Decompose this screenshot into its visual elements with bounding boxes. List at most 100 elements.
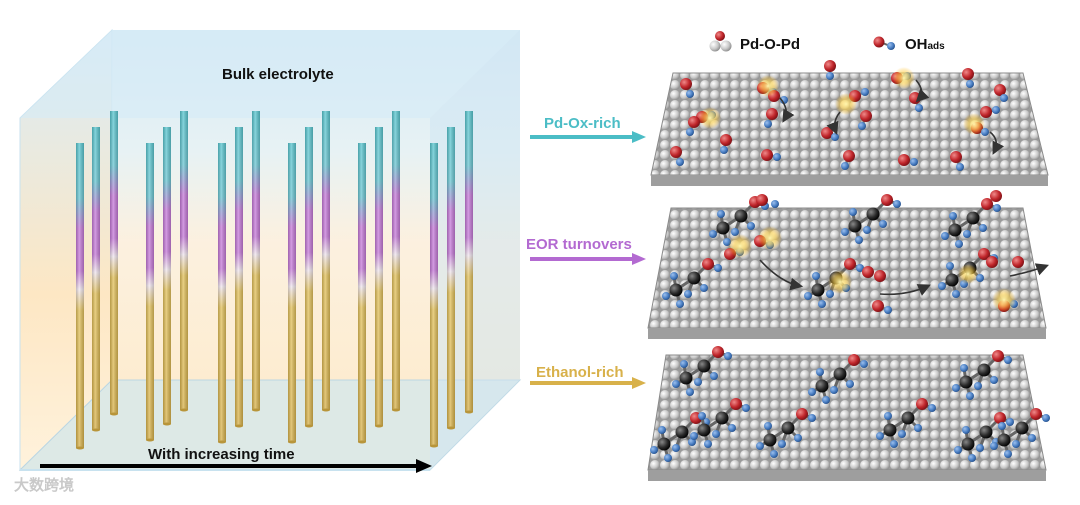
- oxygen-atom: [986, 256, 998, 268]
- hydrogen-atom: [818, 300, 826, 308]
- oxygen-atom: [756, 194, 768, 206]
- hydrogen-atom: [893, 200, 901, 208]
- hydrogen-atom: [664, 454, 672, 462]
- stage-label-ethanol: Ethanol-rich: [536, 364, 624, 381]
- reaction-arrow: [1009, 263, 1049, 277]
- hydrogen-atom: [990, 376, 998, 384]
- reaction-glow: [758, 226, 782, 250]
- legend-oh-text: OH: [905, 36, 928, 53]
- carbon-atom: [679, 371, 693, 385]
- hydrogen-atom: [717, 210, 725, 218]
- oh-adsorbate: [872, 300, 892, 314]
- hydrogen-atom: [816, 368, 824, 376]
- nanorod-array: [76, 111, 473, 450]
- carbon-atom: [833, 367, 847, 381]
- hydrogen-atom: [879, 220, 887, 228]
- hydrogen-atom: [1042, 414, 1050, 422]
- hydrogen-atom: [808, 414, 816, 422]
- nanorod: [235, 127, 243, 428]
- nanorod: [358, 143, 366, 444]
- reaction-glow: [728, 234, 752, 258]
- oh-adsorbate: [764, 108, 778, 128]
- bulk-electrolyte-label: Bulk electrolyte: [222, 66, 334, 83]
- reaction-arrow: [879, 284, 931, 296]
- hydrogen-atom: [830, 386, 838, 394]
- nanorod: [447, 127, 455, 430]
- time-axis-label: With increasing time: [148, 446, 295, 463]
- reaction-arrow: [779, 97, 795, 123]
- reaction-arrow: [759, 259, 804, 291]
- hydrogen-atom: [841, 228, 849, 236]
- oh-adsorbate: [841, 150, 855, 170]
- hydrogen-atom: [700, 284, 708, 292]
- oh-adsorbate: [670, 146, 684, 166]
- hydrogen-atom: [974, 382, 982, 390]
- carbon-atom: [866, 207, 880, 221]
- carbon-atom: [781, 421, 795, 435]
- nanorod: [430, 143, 438, 448]
- oh-adsorbate: [980, 106, 1000, 118]
- nanorod: [180, 111, 188, 412]
- hydrogen-atom: [712, 430, 720, 438]
- pdopd-legend-icon: [709, 31, 732, 52]
- nanorod: [218, 143, 226, 444]
- hydrogen-atom: [694, 378, 702, 386]
- oh-adsorbate: [824, 60, 836, 80]
- nanorod: [252, 111, 260, 412]
- hydrogen-atom: [968, 454, 976, 462]
- hydrogen-atom: [955, 240, 963, 248]
- oh-adsorbate: [858, 110, 872, 130]
- hydrogen-atom: [946, 262, 954, 270]
- hydrogen-atom: [771, 200, 779, 208]
- hydrogen-atom: [808, 388, 816, 396]
- hydrogen-atom: [794, 434, 802, 442]
- hydrogen-atom: [941, 232, 949, 240]
- hydrogen-atom: [849, 208, 857, 216]
- slab-ethanol: [647, 354, 1047, 481]
- hydrogen-atom: [938, 282, 946, 290]
- oxygen-atom: [862, 266, 874, 278]
- hydrogen-atom: [1004, 356, 1012, 364]
- oh-adsorbate: [761, 149, 781, 161]
- hydrogen-atom: [954, 446, 962, 454]
- hydrogen-atom: [1012, 440, 1020, 448]
- hydrogen-atom: [714, 264, 722, 272]
- hydrogen-atom: [960, 364, 968, 372]
- hydrogen-atom: [770, 450, 778, 458]
- hydrogen-atom: [952, 290, 960, 298]
- hydrogen-atom: [764, 422, 772, 430]
- hydrogen-atom: [680, 360, 688, 368]
- oxygen-atom: [992, 350, 1004, 362]
- carbon-atom: [997, 433, 1011, 447]
- adsorbate-molecules: [650, 60, 1050, 462]
- stage-label-eor: EOR turnovers: [526, 236, 632, 253]
- hydrogen-atom: [993, 204, 1001, 212]
- oh-adsorbate: [962, 68, 974, 88]
- stage-arrow-eor: [530, 253, 646, 265]
- hydrogen-atom: [898, 430, 906, 438]
- oxygen-atom: [916, 398, 928, 410]
- carbon-atom: [979, 425, 993, 439]
- hydrogen-atom: [1004, 450, 1012, 458]
- hydrogen-atom: [949, 212, 957, 220]
- reaction-glow: [958, 264, 978, 284]
- nanorod: [465, 111, 473, 414]
- carbon-atom: [948, 223, 962, 237]
- hydrogen-atom: [709, 230, 717, 238]
- hydrogen-atom: [952, 384, 960, 392]
- hydrogen-atom: [658, 426, 666, 434]
- carbon-atom: [715, 411, 729, 425]
- nanorod: [146, 143, 154, 442]
- carbon-atom: [763, 433, 777, 447]
- hydrogen-atom: [662, 292, 670, 300]
- oh-adsorbate: [898, 154, 918, 166]
- hydrogen-atom: [979, 224, 987, 232]
- hydrogen-atom: [698, 412, 706, 420]
- carbon-atom: [716, 221, 730, 235]
- carbon-atom: [966, 211, 980, 225]
- hydrogen-atom: [860, 360, 868, 368]
- hydrogen-atom: [676, 300, 684, 308]
- oxygen-atom: [796, 408, 808, 420]
- nanorod: [288, 143, 296, 444]
